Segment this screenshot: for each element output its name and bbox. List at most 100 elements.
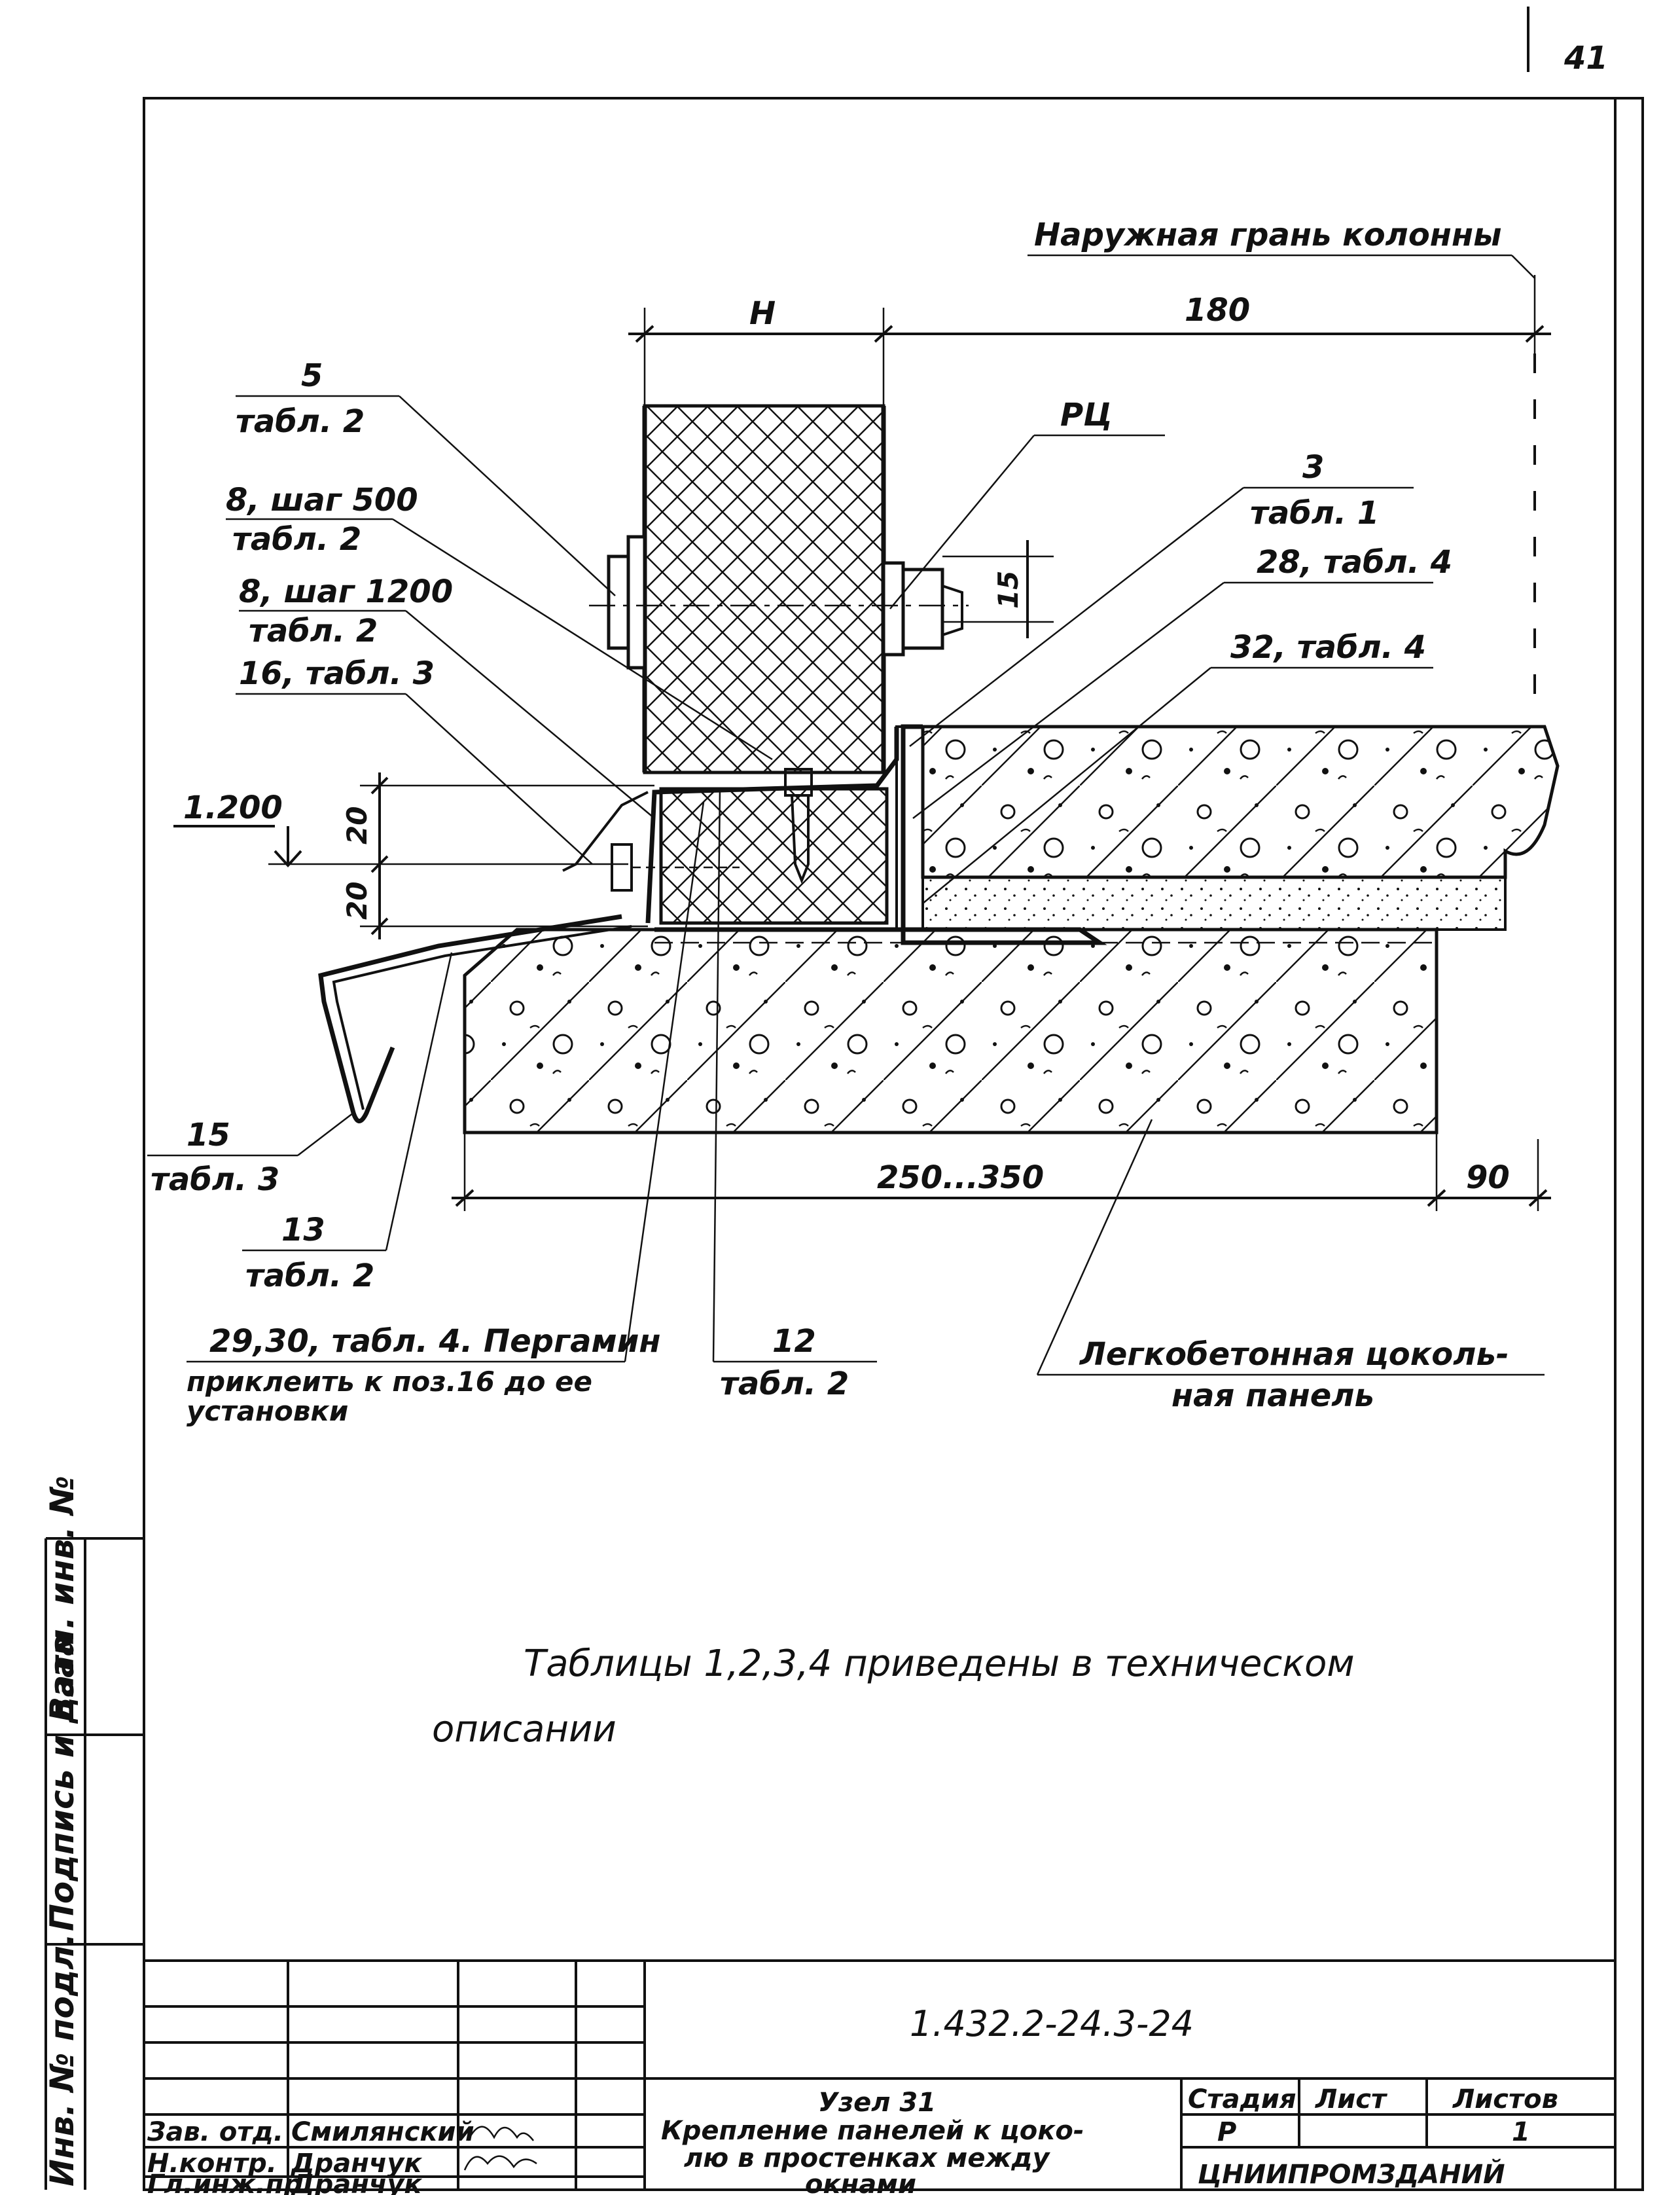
callout-outer-face: Наружная грань колонны xyxy=(1034,217,1502,253)
callout-8a-tab: табл. 2 xyxy=(232,521,361,558)
signature-2 xyxy=(463,2155,537,2171)
dim-tick xyxy=(370,855,389,873)
callout-16-leader xyxy=(405,693,593,865)
callout-12-num: 12 xyxy=(772,1323,816,1360)
callout-13-leader xyxy=(385,952,453,1251)
dim-tick xyxy=(370,917,389,935)
dim-tick xyxy=(1528,1189,1548,1207)
tb-organization: ЦНИИПРОМЗДАНИЙ xyxy=(1198,2158,1505,2190)
dim-tick xyxy=(635,325,654,343)
bolt-thread-end xyxy=(942,585,963,636)
tb-sheets-value: 1 xyxy=(1512,2117,1530,2147)
callout-panel-line2: ная панель xyxy=(1171,1377,1374,1414)
note-line1: Таблицы 1,2,3,4 приведены в техническом xyxy=(524,1642,1355,1685)
callout-13-tab: табл. 2 xyxy=(245,1258,374,1294)
dim-tick xyxy=(874,325,893,343)
callout-15-num: 15 xyxy=(187,1117,230,1153)
callout-32: 32, табл. 4 xyxy=(1230,629,1426,666)
callout-29-line2: приклеить к поз.16 до ее xyxy=(187,1366,592,1398)
drip-flashing xyxy=(318,914,622,1123)
tb-name-1: Смилянский xyxy=(291,2117,474,2147)
dim-20-lower: 20 xyxy=(341,882,373,920)
plinth-panel-lightweight-concrete xyxy=(463,928,1439,1134)
dim-width-range: 250...350 xyxy=(877,1159,1044,1196)
callout-16: 16, табл. 3 xyxy=(239,655,435,692)
callout-12-leader xyxy=(712,788,721,1362)
tb-node: Узел 31 xyxy=(818,2088,936,2118)
dim-180: 180 xyxy=(1185,292,1250,329)
tb-stage-value: Р xyxy=(1217,2117,1236,2147)
callout-5-num: 5 xyxy=(301,357,323,394)
tb-role-2: Н.контр. xyxy=(147,2149,277,2179)
callout-29-line1: 29,30, табл. 4. Пергамин xyxy=(209,1323,661,1360)
callout-32-leader xyxy=(922,667,1211,904)
callout-8b-leader xyxy=(405,610,655,819)
sealant-strip xyxy=(895,725,924,931)
level-mark-arrow xyxy=(274,850,302,867)
dim-tick xyxy=(1427,1189,1446,1207)
callout-3-num: 3 xyxy=(1302,449,1324,486)
dim-20-upper: 20 xyxy=(341,807,373,844)
callout-panel-line1: Легкобетонная цоколь- xyxy=(1079,1336,1509,1373)
callout-15-leader xyxy=(297,1112,354,1156)
drip-flashing-inner xyxy=(332,925,632,1110)
callout-rc-leader xyxy=(889,435,1035,609)
callout-28: 28, табл. 4 xyxy=(1257,544,1452,581)
tb-desc-line2: лю в простенках между xyxy=(684,2143,1051,2173)
tb-name-3: Дранчук xyxy=(290,2169,422,2195)
rivet-12 xyxy=(784,768,813,797)
side-stamp-inv-instead: Взам. инв. № xyxy=(43,1476,81,1722)
tb-desc-line3: окнами xyxy=(805,2169,916,2195)
base-insulation-block xyxy=(659,787,889,925)
callout-8a-num: 8, шаг 500 xyxy=(226,482,418,518)
bolt-nut xyxy=(901,568,944,650)
callout-5-leader xyxy=(399,395,616,596)
dowel xyxy=(791,795,810,884)
dim-tick xyxy=(370,776,389,795)
sheet-number: 41 xyxy=(1564,40,1608,77)
level-mark: 1.200 xyxy=(183,789,283,826)
dim-h: H xyxy=(749,295,776,332)
drawing-frame xyxy=(143,97,1644,2191)
upper-flashing-lip xyxy=(562,791,649,872)
callout-29-line3: установки xyxy=(187,1395,348,1427)
tb-sheet-header: Лист xyxy=(1315,2084,1388,2114)
dim-15: 15 xyxy=(992,571,1024,609)
callout-8a-leader xyxy=(392,518,773,761)
callout-rc: РЦ xyxy=(1060,397,1113,433)
callout-13-num: 13 xyxy=(281,1212,325,1248)
callout-29-leader xyxy=(624,801,705,1362)
dim-tick xyxy=(1525,325,1545,343)
callout-3-leader xyxy=(909,487,1244,747)
side-stamp-inv-orig: Инв. № подл. xyxy=(43,1933,81,2186)
callout-panel-leader xyxy=(1036,1119,1153,1375)
tb-role-1: Зав. отд. xyxy=(147,2117,283,2147)
signature-1 xyxy=(467,2126,534,2141)
tb-sheets-header: Листов xyxy=(1452,2084,1558,2114)
tb-desc-line1: Крепление панелей к цоко- xyxy=(661,2116,1084,2146)
callout-28-leader xyxy=(912,582,1224,819)
tb-name-2: Дранчук xyxy=(290,2149,422,2179)
callout-8b-num: 8, шаг 1200 xyxy=(239,573,453,610)
bolt-washer-outer xyxy=(626,535,647,670)
note-line2: описании xyxy=(432,1708,617,1751)
lower-bolt xyxy=(611,843,633,892)
side-stamp-sign-date: Подпись и дата xyxy=(43,1634,81,1931)
bolt-head xyxy=(607,554,630,650)
callout-12-tab: табл. 2 xyxy=(720,1366,849,1402)
tb-doc-code: 1.432.2-24.3-24 xyxy=(910,2003,1194,2044)
mortar-bed xyxy=(921,876,1507,931)
dim-90: 90 xyxy=(1466,1159,1510,1196)
bolt-washer-inner xyxy=(882,561,905,657)
dim-tick xyxy=(455,1189,474,1207)
sandwich-panel-insulation xyxy=(643,404,885,774)
callout-8b-tab: табл. 2 xyxy=(249,613,378,649)
tb-stage-header: Стадия xyxy=(1188,2084,1296,2114)
upper-concrete-panel xyxy=(921,725,1560,879)
callout-outer-face-leader xyxy=(1511,255,1535,279)
callout-15-tab: табл. 3 xyxy=(151,1161,279,1198)
callout-5-tab: табл. 2 xyxy=(236,403,365,440)
tb-role-3: Гл.инж.пр. xyxy=(147,2169,312,2195)
callout-3-tab: табл. 1 xyxy=(1250,495,1379,532)
